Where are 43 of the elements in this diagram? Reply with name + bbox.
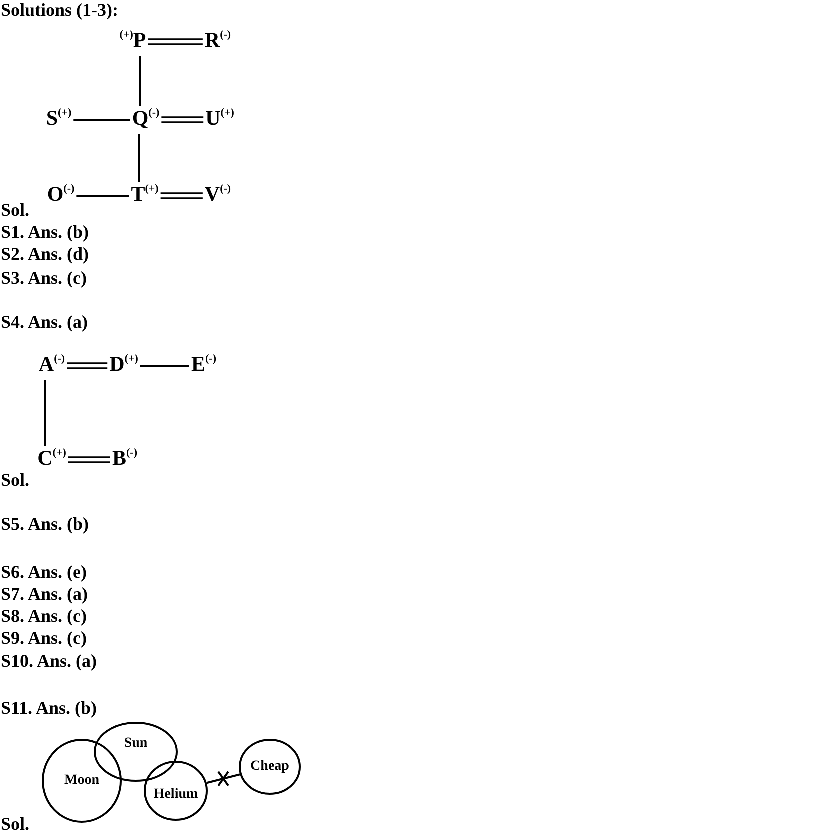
answer-line: S3. Ans. (c) [1,268,88,288]
answer-line: S6. Ans. (e) [1,562,88,582]
node-letter: E$^{(-)}$ [192,353,216,379]
answer-line: S2. Ans. (d) [1,244,90,264]
connector-line [74,119,130,121]
venn-circle: Helium [144,761,208,821]
node-letter: T$^{(+)}$ [131,183,159,209]
double-line [68,456,112,464]
node-letter: V$^{(-)}$ [204,183,232,209]
node-letter: U$^{(+)}$ [206,107,234,133]
double-line [160,116,205,124]
answer-line: S1. Ans. (b) [1,222,90,242]
node-letter: R$^{(-)}$ [204,29,232,55]
connector-line [138,134,140,182]
node-letter: C$^{(+)}$ [38,447,66,473]
answer-line: Sol. [1,470,30,490]
crossed-connector [206,770,240,787]
answer-line: S4. Ans. (a) [1,312,88,332]
heading: Solutions (1-3): [1,0,119,20]
venn-circle: Moon [42,739,122,823]
venn-circle: Cheap [239,739,301,795]
node-letter: D$^{(+)}$ [110,353,138,379]
node-letter: S$^{(+)}$ [46,107,72,133]
answer-line: S11. Ans. (b) [1,698,98,718]
connector-line [139,56,141,106]
double-line [160,192,204,200]
node-letter: Q$^{(-)}$ [132,107,160,133]
answer-line: S10. Ans. (a) [1,651,98,671]
node-letter: A$^{(-)}$ [38,353,66,379]
connector-line [140,365,190,367]
connector-line [44,380,46,446]
answer-line: S9. Ans. (c) [1,628,88,648]
double-line [66,362,108,370]
answer-line: S7. Ans. (a) [1,584,88,604]
double-line [147,38,204,46]
answer-line: S8. Ans. (c) [1,606,88,626]
answer-line: S5. Ans. (b) [1,514,90,534]
answer-line: Sol. [1,814,30,834]
node-letter: $^{(+)}$P [120,29,146,55]
answer-line: Sol. [1,200,30,220]
node-letter: B$^{(-)}$ [112,447,138,473]
connector-line [76,195,130,197]
node-letter: O$^{(-)}$ [47,183,75,209]
